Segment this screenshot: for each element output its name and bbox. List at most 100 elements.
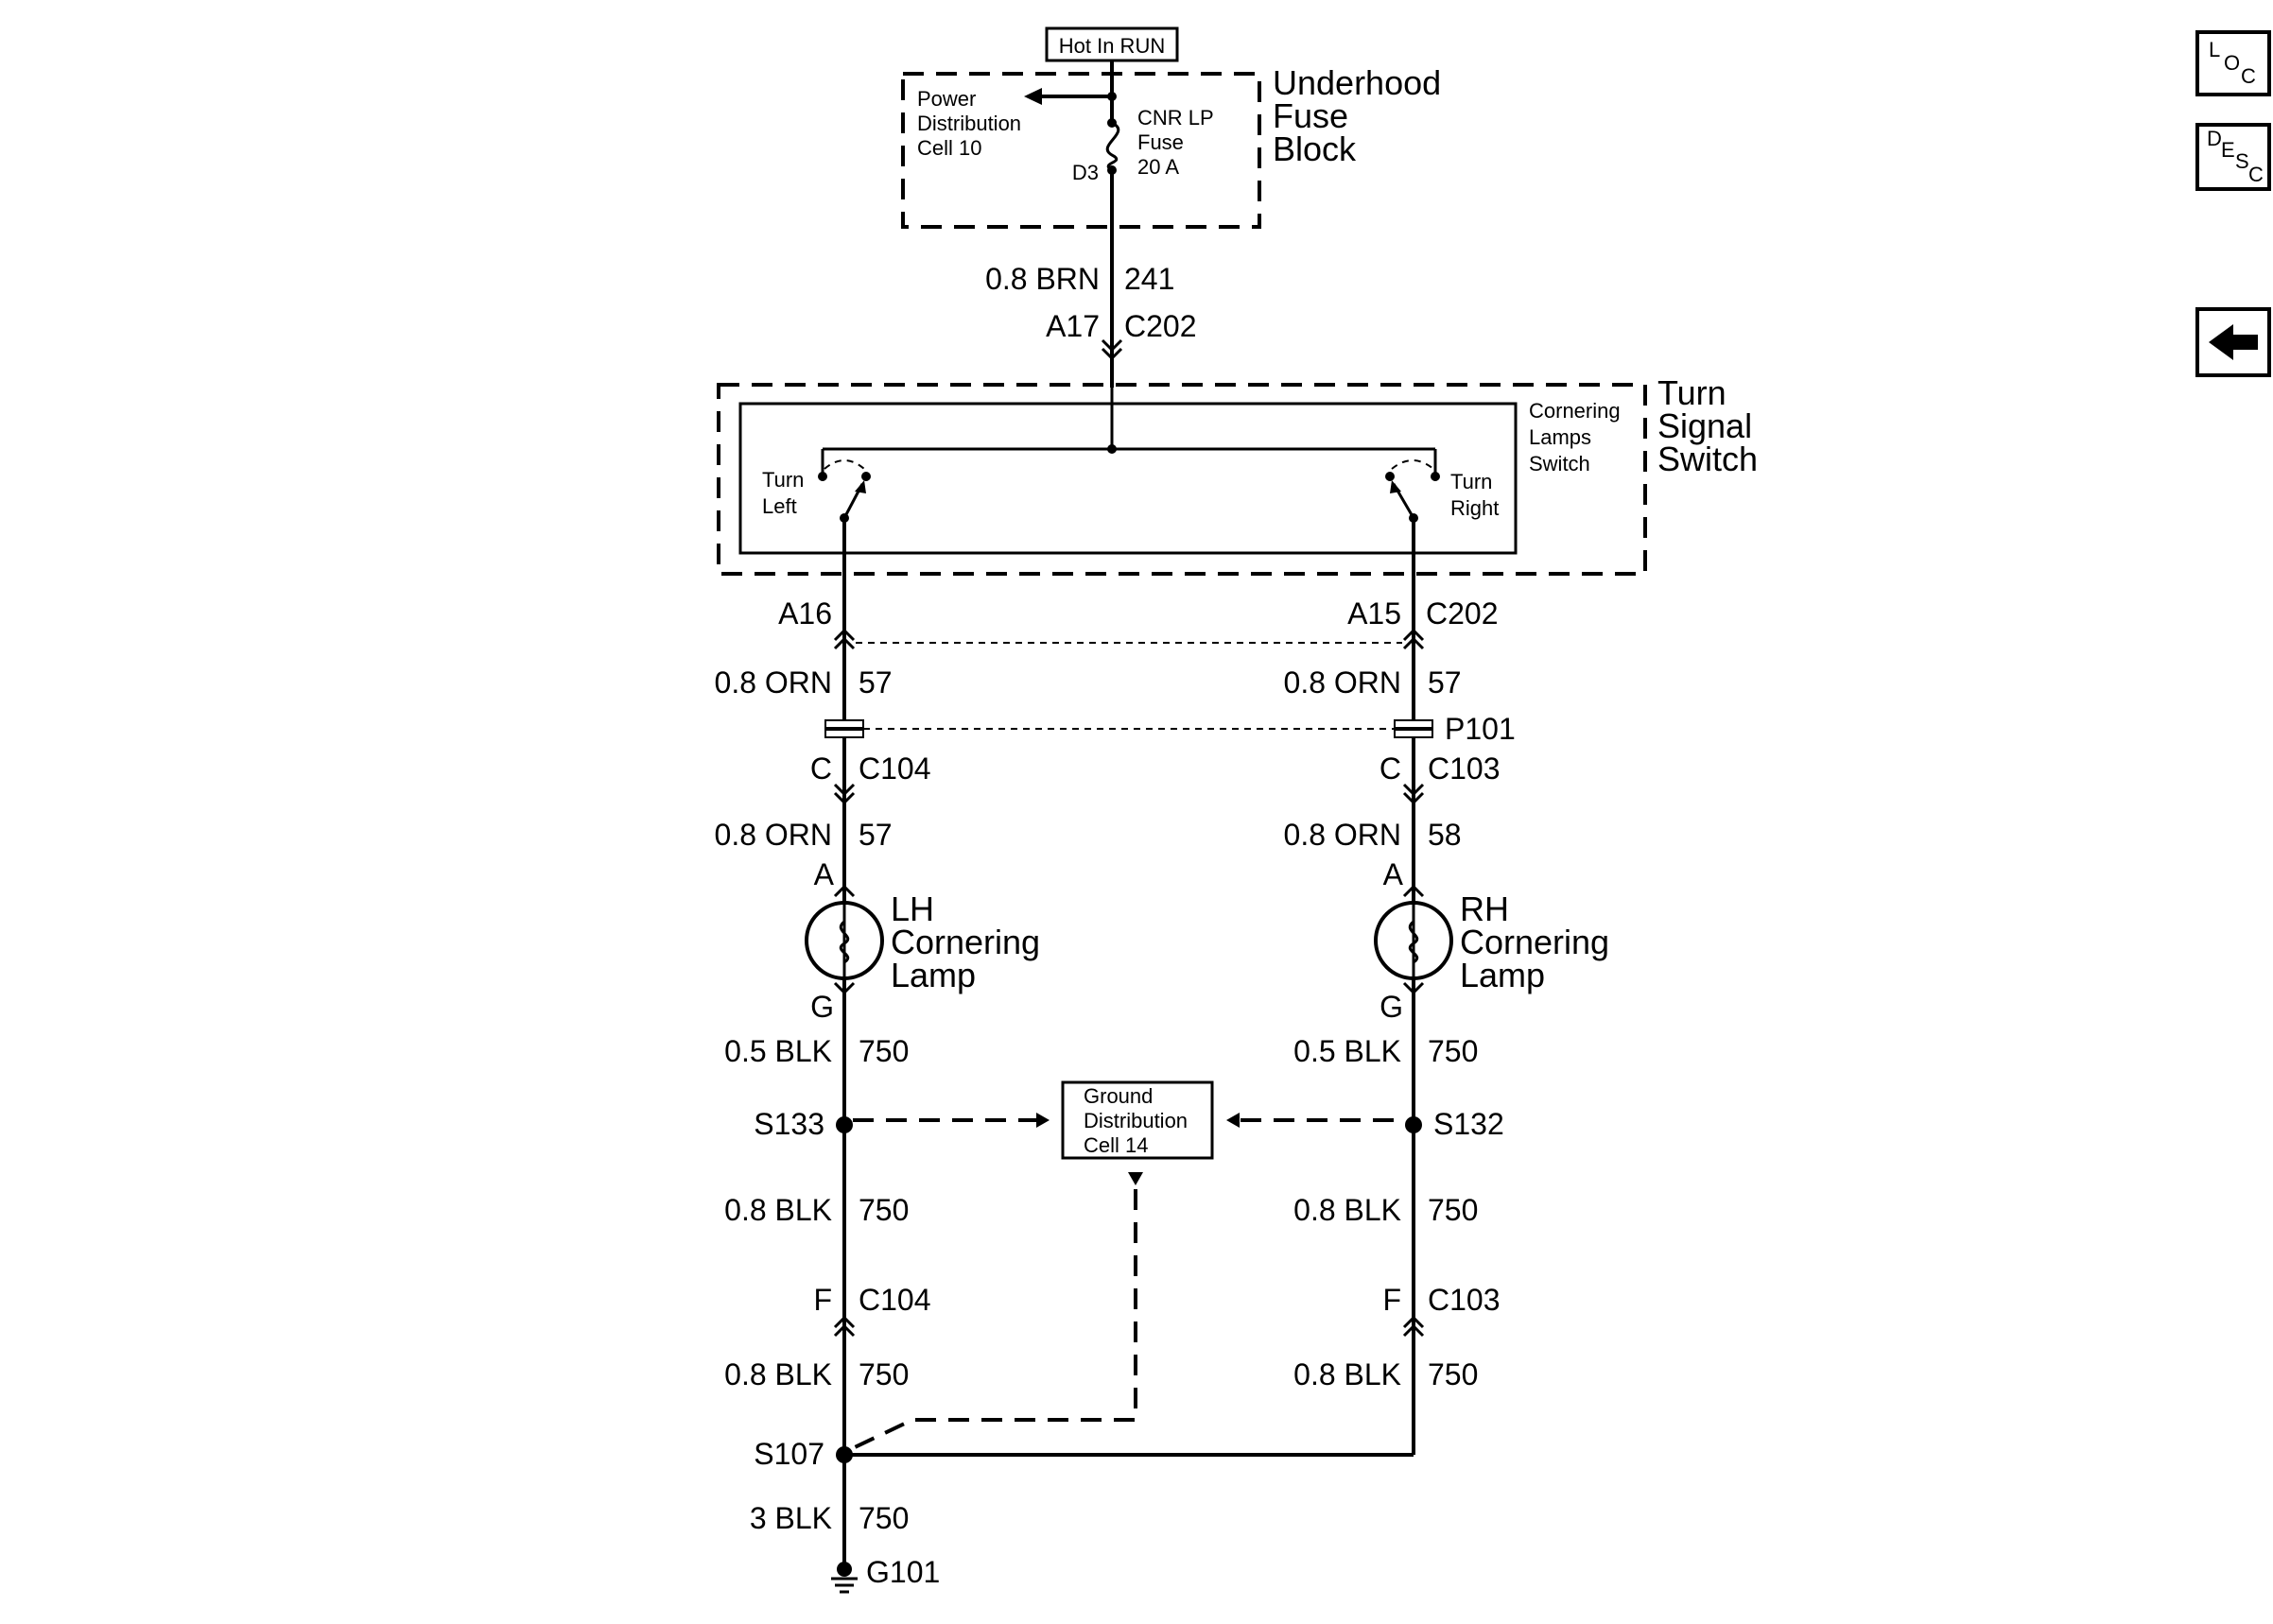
rh-lamp-label-1: RH [1460,890,1509,928]
left-conn-f-c104: C104 [859,1283,931,1317]
lh-lamp-label-3: Lamp [891,956,976,994]
desc-letter-d: D [2207,127,2222,150]
left-wire2-circuit: 57 [859,818,893,852]
switch-title-2: Signal [1657,406,1752,445]
left-wire3-size: 0.5 BLK [724,1034,832,1068]
splice-s132-icon [1405,1116,1422,1133]
lh-cornering-lamp-icon [805,901,884,980]
loc-button[interactable]: L O C [2195,30,2271,96]
ground-g101-icon [831,1562,858,1594]
feed-wire-pin: A17 [1046,309,1100,343]
fuse-label-3: 20 A [1137,155,1179,179]
ground-wire-size: 3 BLK [750,1501,832,1535]
ground-g101: G101 [866,1555,940,1589]
right-wire5-size: 0.8 BLK [1293,1357,1401,1391]
c103-upper-connector-icon [1402,783,1425,805]
lh-lamp-pin-g: G [810,990,834,1024]
left-wire1-circuit: 57 [859,665,893,700]
left-wire4-circuit: 750 [859,1193,909,1227]
ground-dist-s107-link [852,1189,1137,1450]
loc-letter-l: L [2209,38,2220,61]
fuse-label-1: CNR LP [1137,106,1214,130]
right-wire1-circuit: 57 [1428,665,1462,700]
switch-title-3: Switch [1657,440,1758,478]
right-wire5-circuit: 750 [1428,1357,1478,1391]
fuse-block-title-3: Block [1273,130,1357,168]
desc-button[interactable]: D E S C [2195,123,2271,191]
ground-distribution-box[interactable] [1061,1080,1214,1160]
power-dist-2: Distribution [917,112,1021,135]
rh-lamp-pin-g: G [1379,990,1403,1024]
feed-wire-connector: C202 [1124,309,1197,343]
right-wire3-size: 0.5 BLK [1293,1034,1401,1068]
left-wire2-size: 0.8 ORN [715,818,832,852]
rh-cornering-lamp-icon [1374,901,1453,980]
loc-letter-c: C [2241,64,2256,88]
loc-letter-o: O [2224,51,2240,75]
left-wire4-size: 0.8 BLK [724,1193,832,1227]
ground-dist-3: Cell 14 [1084,1133,1148,1157]
switch-inner-2: Lamps [1529,425,1591,449]
c104-upper-connector-icon [833,783,856,805]
power-distribution-arrow-icon [1024,88,1042,105]
ground-wire-circuit: 750 [859,1501,909,1535]
hot-in-run-label: Hot In RUN [1059,34,1165,58]
left-wire1-size: 0.8 ORN [715,665,832,700]
turn-left-label-2: Left [762,494,797,518]
lh-lamp-label-2: Cornering [891,923,1040,961]
left-wire5-circuit: 750 [859,1357,909,1391]
connector-c202-top-icon [1101,338,1123,361]
left-conn-f-pin: F [813,1283,832,1317]
switch-inner-3: Switch [1529,452,1590,475]
right-conn-c-pin: C [1379,752,1401,786]
turn-right-label-2: Right [1450,496,1499,520]
right-wire2-size: 0.8 ORN [1284,818,1401,852]
turn-right-label-1: Turn [1450,470,1492,493]
splice-s107: S107 [754,1437,824,1471]
fuse-terminal-d3: D3 [1072,161,1099,184]
lh-lamp-label-1: LH [891,890,934,928]
right-conn-f-c103: C103 [1428,1283,1501,1317]
c103-lower-connector-icon [1402,1315,1425,1338]
splice-s133: S133 [754,1107,824,1141]
right-conn-f-pin: F [1382,1283,1401,1317]
turn-left-label-1: Turn [762,468,804,492]
fuse-label-2: Fuse [1137,130,1184,154]
right-wire2-circuit: 58 [1428,818,1462,852]
desc-letter-c: C [2248,163,2264,186]
feed-wire-circuit: 241 [1124,262,1174,296]
turn-left-switch-icon [818,459,871,523]
ground-dist-2: Distribution [1084,1109,1188,1132]
cornering-lamps-switch-box [738,402,1518,555]
right-wire4-circuit: 750 [1428,1193,1478,1227]
ground-dist-right-arrow-icon [1226,1113,1240,1128]
ground-dist-down-arrow-icon [1128,1172,1143,1185]
left-arrow-icon [2209,324,2258,360]
feed-wire-size-color: 0.8 BRN [985,262,1100,296]
switch-inner-1: Cornering [1529,399,1621,423]
right-wire3-circuit: 750 [1428,1034,1478,1068]
back-button[interactable] [2195,307,2271,377]
splice-s132: S132 [1433,1107,1504,1141]
right-connector-c202: C202 [1426,596,1499,631]
cnr-lp-fuse-icon [1105,121,1120,172]
desc-letter-e: E [2221,138,2235,162]
left-conn-c104: C104 [859,752,931,786]
splice-s133-icon [836,1116,853,1133]
turn-signal-switch-outline [717,383,1647,576]
rh-lamp-pin-a: A [1383,857,1404,891]
c202-right-connector-icon [1402,628,1425,650]
power-dist-1: Power [917,87,976,111]
ground-dist-1: Ground [1084,1084,1153,1108]
lh-lamp-pin-a: A [814,857,835,891]
p101-left-passthrough-icon [824,719,864,738]
hot-in-run-label-box: Hot In RUN [1045,26,1179,62]
right-conn-c103: C103 [1428,752,1501,786]
c202-left-connector-icon [833,628,856,650]
fuse-block-title-2: Fuse [1273,96,1348,135]
rh-lamp-label-2: Cornering [1460,923,1609,961]
p101-label: P101 [1445,712,1516,746]
right-wire1-size: 0.8 ORN [1284,665,1401,700]
left-wire5-size: 0.8 BLK [724,1357,832,1391]
